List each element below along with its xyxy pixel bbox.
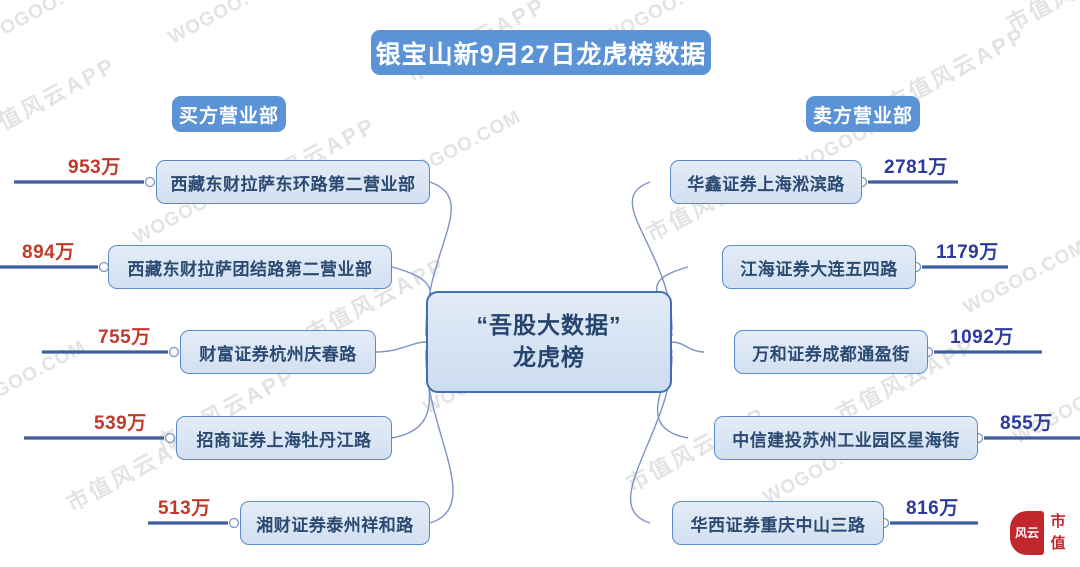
buy-branch-node[interactable]: 西藏东财拉萨东环路第二营业部 bbox=[156, 160, 430, 204]
seal-text: 风云 bbox=[1014, 525, 1039, 540]
sell-branch-node[interactable]: 华鑫证券上海淞滨路 bbox=[670, 160, 862, 204]
center-node-line2: 龙虎榜 bbox=[513, 344, 585, 370]
sell-branch-node[interactable]: 华西证券重庆中山三路 bbox=[672, 501, 884, 545]
edge-sell-3 bbox=[671, 341, 705, 353]
buy-branch-node[interactable]: 西藏东财拉萨团结路第二营业部 bbox=[108, 245, 392, 289]
center-node[interactable]: “吾股大数据” 龙虎榜 bbox=[426, 291, 672, 393]
knob-buy-1 bbox=[144, 176, 156, 188]
buy-value: 894万 bbox=[22, 242, 75, 263]
sell-branch-node[interactable]: 江海证券大连五四路 bbox=[722, 245, 916, 289]
sell-side-header: 卖方营业部 bbox=[806, 96, 920, 132]
buy-branch-node[interactable]: 财富证券杭州庆春路 bbox=[180, 330, 376, 374]
knob-buy-5 bbox=[228, 517, 240, 529]
buy-branch-node[interactable]: 招商证券上海牡丹江路 bbox=[176, 416, 392, 460]
buy-side-header: 买方营业部 bbox=[172, 96, 286, 132]
center-node-line1: “吾股大数据” bbox=[476, 312, 622, 339]
watermark-cn: 市值风云APP bbox=[0, 51, 121, 147]
buy-value: 539万 bbox=[94, 413, 147, 434]
buy-value: 755万 bbox=[98, 327, 151, 348]
knob-buy-3 bbox=[168, 346, 180, 358]
sell-value: 2781万 bbox=[884, 157, 948, 178]
buy-value: 513万 bbox=[158, 498, 211, 519]
page-title: 银宝山新9月27日龙虎榜数据 bbox=[371, 30, 711, 75]
sell-branch-node[interactable]: 中信建投苏州工业园区星海街 bbox=[714, 416, 978, 460]
sell-branch-node[interactable]: 万和证券成都通盈街 bbox=[734, 330, 928, 374]
knob-buy-4 bbox=[164, 432, 176, 444]
sell-value: 1092万 bbox=[950, 327, 1014, 348]
sell-value: 816万 bbox=[906, 498, 959, 519]
watermark-en: WOGOO.COM bbox=[165, 0, 295, 49]
buy-value: 953万 bbox=[68, 157, 121, 178]
seal-icon: 风云 bbox=[1010, 511, 1044, 555]
logo-wordmark: 市值 bbox=[1050, 513, 1066, 552]
watermark-cn: 市值风云APP bbox=[1000, 0, 1080, 38]
sell-value: 1179万 bbox=[936, 242, 999, 263]
edge-buy-3 bbox=[375, 341, 427, 353]
edge-buy-4 bbox=[391, 349, 431, 439]
edge-buy-2 bbox=[391, 266, 432, 337]
sell-value: 855万 bbox=[1000, 413, 1053, 434]
watermark-en: WOGOO.COM bbox=[0, 0, 110, 49]
buy-branch-node[interactable]: 湘财证券泰州祥和路 bbox=[240, 501, 430, 545]
watermark-en: WOGOO.COM bbox=[0, 336, 90, 419]
brand-logo: 风云 市值 bbox=[1010, 507, 1072, 561]
